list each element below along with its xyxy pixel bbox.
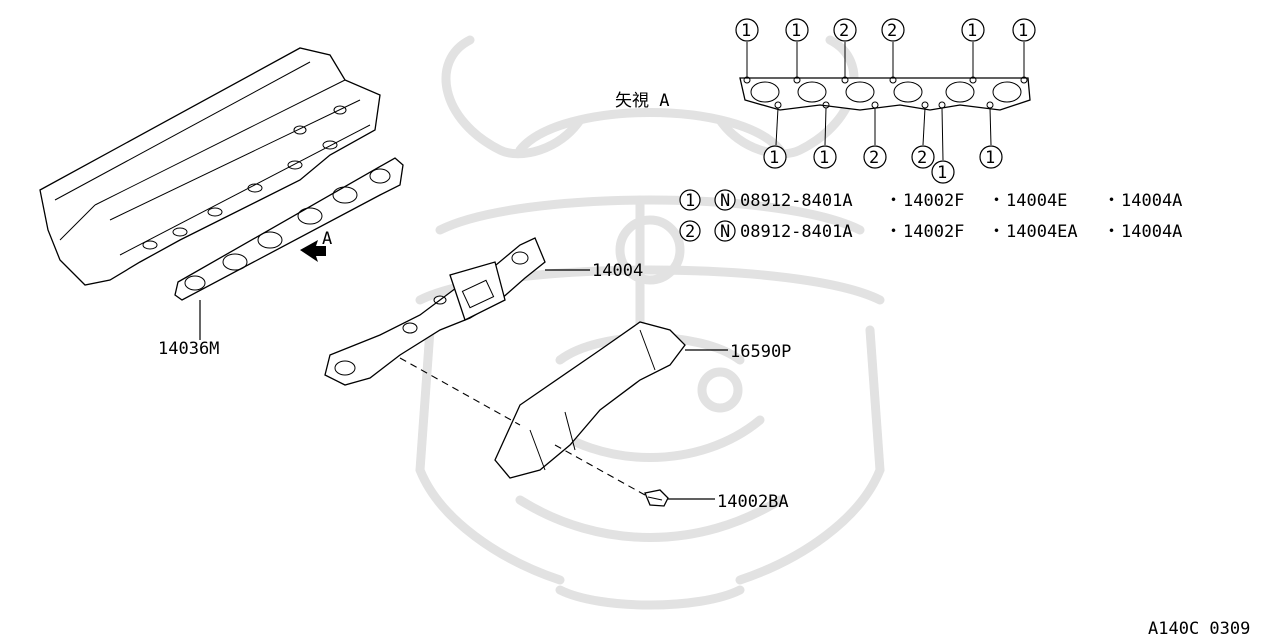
legend-1-part-1: 08912-8401A	[740, 191, 853, 211]
bottom-marker-2: 1	[819, 148, 829, 168]
legend-1-sep-2: ・	[988, 191, 1005, 211]
legend-2-sep-3: ・	[1103, 222, 1120, 242]
bottom-marker-4: 2	[917, 148, 927, 168]
top-marker-1: 1	[741, 21, 751, 41]
figure-code: A140C 0309	[1148, 619, 1250, 639]
callout-14036M: 14036M	[158, 339, 219, 359]
legend-2-part-1: 08912-8401A	[740, 222, 853, 242]
legend-1-part-3: 14004E	[1006, 191, 1067, 211]
exhaust-manifold-illustration	[324, 237, 546, 386]
legend-row-2: 2 N 08912-8401A ・ 14002F ・ 14004EA ・ 140…	[679, 220, 1182, 242]
legend-1-part-4: 14004A	[1121, 191, 1182, 211]
bolt-illustration	[644, 489, 669, 507]
callout-16590P: 16590P	[730, 342, 791, 362]
bottom-marker-5: 1	[937, 163, 947, 183]
view-a-gasket	[739, 42, 1031, 161]
view-a-label: 矢視 A	[615, 91, 669, 111]
legend-1-part-2: 14002F	[903, 191, 964, 211]
legend-2-sep-1: ・	[885, 222, 902, 242]
top-marker-2: 1	[791, 21, 801, 41]
bottom-marker-6: 1	[985, 148, 995, 168]
top-marker-6: 1	[1018, 21, 1028, 41]
callout-14004: 14004	[592, 261, 643, 281]
view-a-top-markers: 1 1 2 2 1 1	[735, 18, 1036, 42]
legend-2-sep-2: ・	[988, 222, 1005, 242]
cylinder-head-illustration	[39, 47, 381, 286]
arrow-label: A	[322, 229, 332, 249]
callout-14002BA: 14002BA	[717, 492, 789, 512]
view-arrow-a: A	[300, 229, 332, 262]
view-a-bottom-markers: 1 1 2 2 1 1	[763, 145, 1003, 184]
legend-2-marker: N	[720, 222, 730, 242]
legend-1-index: 1	[685, 191, 695, 211]
legend-2-part-4: 14004A	[1121, 222, 1182, 242]
assembly-line-1	[399, 357, 521, 426]
legend-1-marker: N	[720, 191, 730, 211]
legend-1-sep-1: ・	[885, 191, 902, 211]
heat-insulator-illustration	[494, 321, 686, 479]
manifold-gasket-illustration	[174, 157, 404, 301]
legend-2-part-2: 14002F	[903, 222, 964, 242]
legend-row-1: 1 N 08912-8401A ・ 14002F ・ 14004E ・ 1400…	[679, 189, 1182, 211]
top-marker-3: 2	[839, 21, 849, 41]
top-marker-5: 1	[967, 21, 977, 41]
legend-2-part-3: 14004EA	[1006, 222, 1078, 242]
watermark-crest	[415, 35, 885, 610]
bottom-marker-1: 1	[769, 148, 779, 168]
bottom-marker-3: 2	[869, 148, 879, 168]
legend-1-sep-3: ・	[1103, 191, 1120, 211]
top-marker-4: 2	[887, 21, 897, 41]
legend-2-index: 2	[685, 222, 695, 242]
assembly-line-2	[554, 444, 646, 496]
